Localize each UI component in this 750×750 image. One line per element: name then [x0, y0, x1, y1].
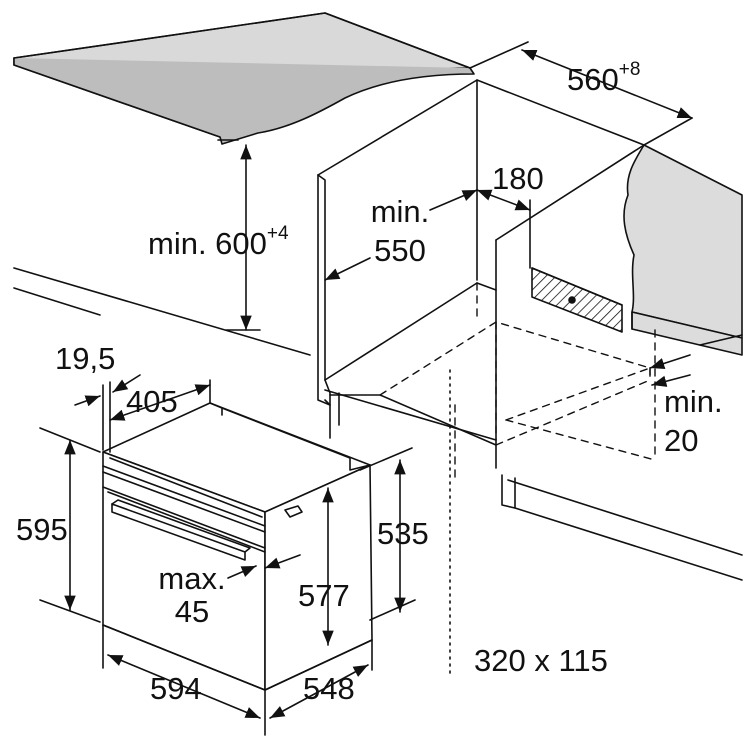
niche-height-label: min. 600+4 [148, 223, 289, 261]
door-offset-label: 405 [126, 384, 178, 419]
body-height-label: 577 [298, 578, 350, 613]
oven-depth-label: 548 [303, 671, 355, 706]
oven [102, 402, 373, 691]
oven-width-label: 594 [150, 671, 202, 706]
oven-height-label: 595 [16, 512, 68, 547]
cabinet-niche [317, 79, 743, 581]
inner-height-label: 535 [377, 516, 429, 551]
vent-offset-label: 180 [492, 161, 544, 196]
vent-opening [531, 267, 623, 333]
niche-width-label: 560+8 [567, 59, 641, 97]
side-wall [623, 144, 743, 356]
front-reach-label: max. 45 [158, 561, 226, 629]
depth-min-label: min. 550 [370, 194, 430, 268]
vent-size-label: 320 x 115 [474, 643, 608, 678]
panel-thickness-label: 19,5 [55, 341, 116, 376]
dimension-lines [39, 41, 743, 736]
floor-gap-label: min. 20 [664, 384, 723, 458]
worktop [13, 12, 475, 145]
hidden-outline [379, 282, 656, 481]
